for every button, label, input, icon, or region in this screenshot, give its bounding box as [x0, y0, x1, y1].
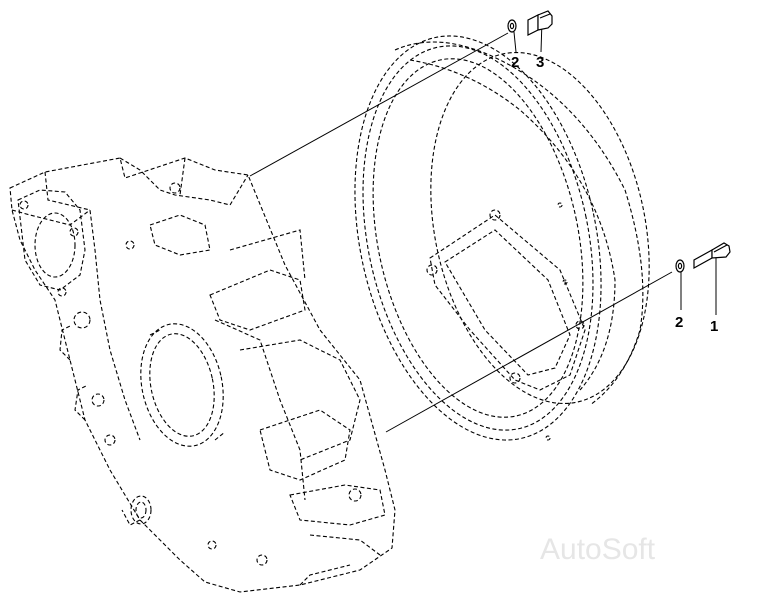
callout-bolt-top: 3: [536, 54, 544, 71]
leader-lines: [249, 19, 717, 433]
callout-washer-top: 2: [511, 54, 519, 71]
washer-top: [507, 19, 517, 33]
callout-washer-right: 2: [675, 314, 683, 331]
bolt-top: [527, 10, 553, 36]
flywheel: [354, 35, 650, 441]
bolt-right: [693, 242, 731, 270]
flywheel-housing: [9, 157, 396, 593]
washer-right: [675, 259, 685, 273]
callout-bolt-right: 1: [710, 318, 718, 335]
watermark-text: AutoSoft: [540, 533, 656, 566]
